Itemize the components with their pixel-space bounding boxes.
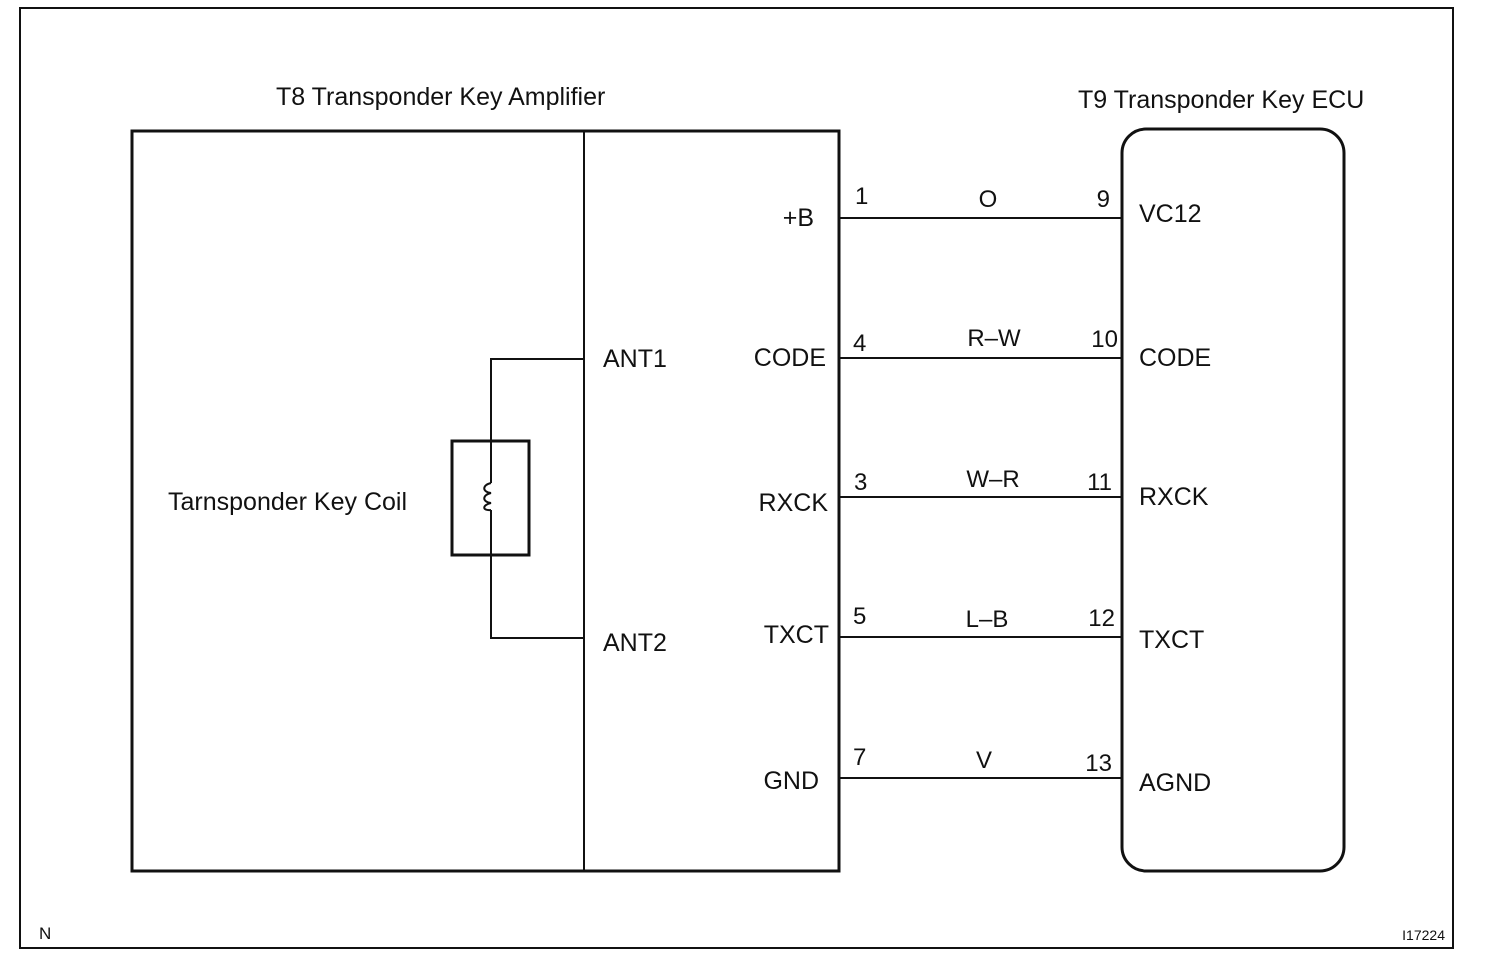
ant2-label: ANT2 <box>603 629 667 657</box>
right-terminal-label: AGND <box>1139 769 1211 797</box>
right-pin-number: 9 <box>1097 186 1110 213</box>
ant1-wire <box>490 358 584 483</box>
wire-color-code: R–W <box>967 325 1021 352</box>
right-pin-number: 13 <box>1085 750 1112 777</box>
amplifier-box <box>130 129 841 873</box>
right-pin-number: 10 <box>1091 326 1118 353</box>
coil-icon <box>483 482 492 512</box>
left-terminal-label: RXCK <box>759 489 829 517</box>
right-terminal-label: VC12 <box>1139 200 1202 228</box>
coil-label: Tarnsponder Key Coil <box>168 488 407 516</box>
left-pin-number: 4 <box>853 330 866 357</box>
left-pin-number: 3 <box>854 469 867 496</box>
ecu-box <box>1120 127 1346 873</box>
wire-color-code: O <box>979 186 998 213</box>
right-pin-number: 12 <box>1088 605 1115 632</box>
right-pin-number: 11 <box>1087 469 1112 496</box>
ant2-wire <box>490 510 584 639</box>
wire-color-code: L–B <box>966 606 1009 633</box>
left-pin-number: 5 <box>853 603 866 630</box>
left-terminal-label: GND <box>763 767 819 795</box>
ant1-label: ANT1 <box>603 345 667 373</box>
left-terminal-label: TXCT <box>764 621 829 649</box>
wire-color-code: W–R <box>966 466 1019 493</box>
wire-color-code: V <box>976 747 992 774</box>
left-pin-number: 1 <box>855 183 868 210</box>
ecu-title: T9 Transponder Key ECU <box>1078 86 1364 114</box>
footer-code: N <box>39 924 51 943</box>
amplifier-title: T8 Transponder Key Amplifier <box>276 83 605 111</box>
left-pin-number: 7 <box>853 744 866 771</box>
right-terminal-label: TXCT <box>1139 626 1204 654</box>
left-terminal-label: +B <box>783 204 814 232</box>
coil-box <box>450 439 531 557</box>
right-terminal-label: CODE <box>1139 344 1211 372</box>
outer-frame <box>19 7 1454 949</box>
left-terminal-label: CODE <box>754 344 826 372</box>
right-terminal-label: RXCK <box>1139 483 1209 511</box>
figure-id: I17224 <box>1402 927 1445 943</box>
